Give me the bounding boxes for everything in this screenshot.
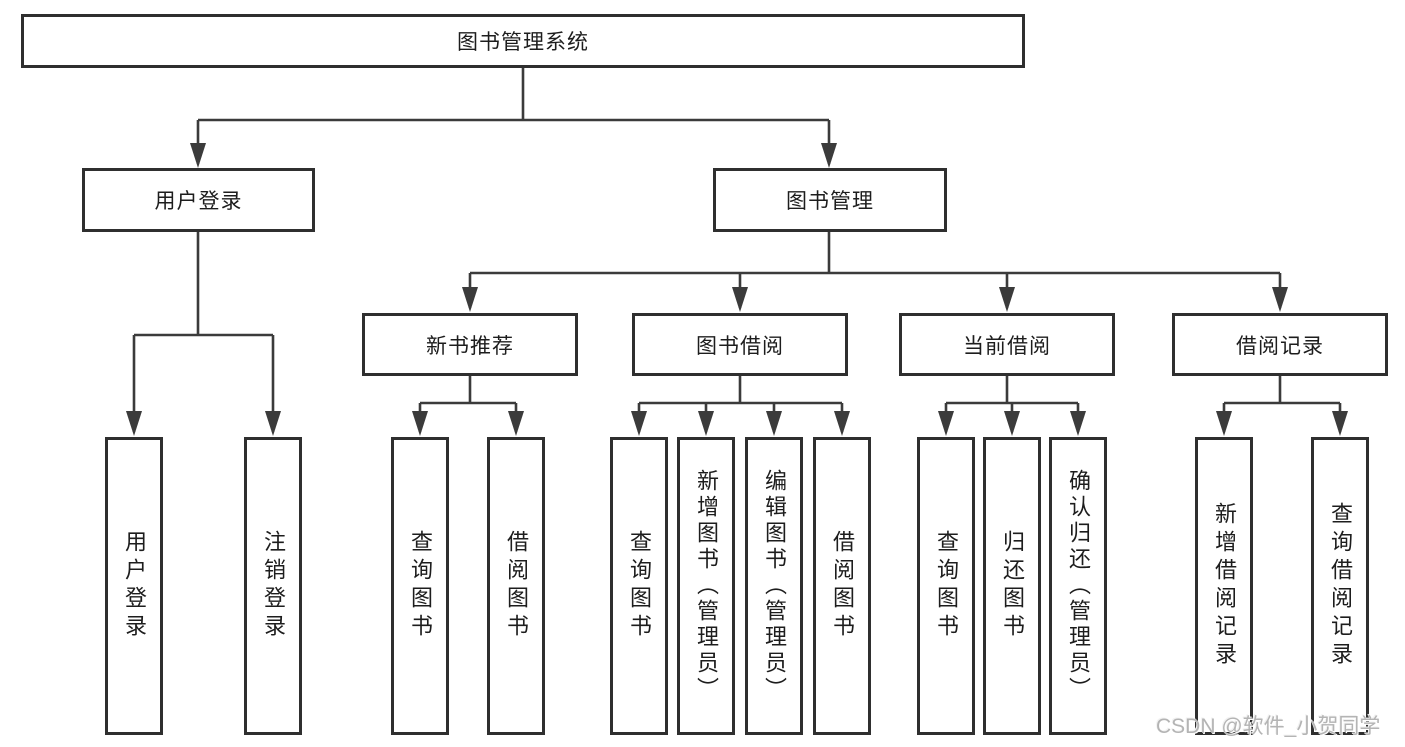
node-book-management-branch: 图书管理	[713, 168, 947, 232]
leaf-add-book-admin: 新增图书（管理员）	[677, 437, 735, 735]
leaf-confirm-return-admin: 确认归还（管理员）	[1049, 437, 1107, 735]
leaf-add-borrow-record: 新增借阅记录	[1195, 437, 1253, 735]
leaf-return-book: 归还图书	[983, 437, 1041, 735]
leaf-borrow-book: 借阅图书	[813, 437, 871, 735]
arrowheads	[126, 143, 1348, 436]
leaf-recommend-query-book: 查询图书	[391, 437, 449, 735]
leaf-current-query-book: 查询图书	[917, 437, 975, 735]
leaf-query-borrow-record: 查询借阅记录	[1311, 437, 1369, 735]
node-current-borrow: 当前借阅	[899, 313, 1115, 376]
leaf-recommend-borrow-book: 借阅图书	[487, 437, 545, 735]
connector-paths	[132, 68, 1342, 432]
node-borrow-record: 借阅记录	[1172, 313, 1388, 376]
node-new-book-recommend: 新书推荐	[362, 313, 578, 376]
leaf-user-login: 用户登录	[105, 437, 163, 735]
node-book-borrow: 图书借阅	[632, 313, 848, 376]
node-user-login-branch: 用户登录	[82, 168, 315, 232]
leaf-edit-book-admin: 编辑图书（管理员）	[745, 437, 803, 735]
csdn-watermark: CSDN @软件_小贺同学	[1156, 715, 1381, 738]
leaf-borrow-query-book: 查询图书	[610, 437, 668, 735]
node-root-library-system: 图书管理系统	[21, 14, 1025, 68]
leaf-logout: 注销登录	[244, 437, 302, 735]
